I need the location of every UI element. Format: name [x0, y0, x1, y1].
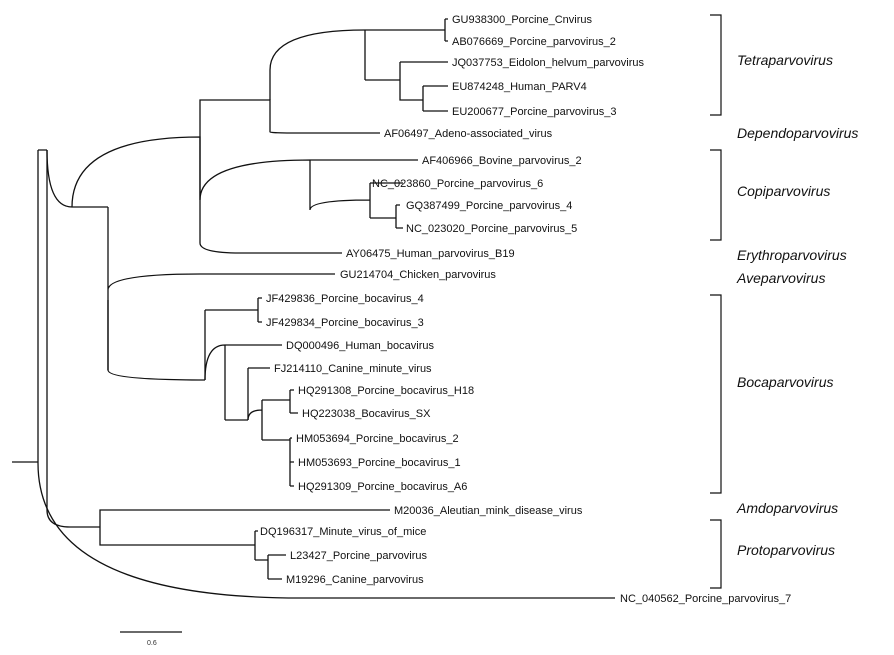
genus-label-tetraparvovirus: Tetraparvovirus: [737, 52, 833, 68]
scale-bar-label: 0.6: [147, 640, 157, 647]
clade-upper: [71, 136, 342, 254]
genus-label-aveparvovirus: Aveparvovirus: [736, 270, 825, 286]
bracket-protoparvovirus: [710, 519, 722, 589]
genus-label-amdoparvovirus: Amdoparvovirus: [736, 500, 838, 516]
leaf-label: HQ291309_Porcine_bocavirus_A6: [298, 481, 467, 493]
root-split: [37, 149, 615, 599]
leaf-label: AB076669_Porcine_parvovirus_2: [452, 36, 616, 48]
leaf-labels: GU938300_Porcine_Cnvirus AB076669_Porcin…: [260, 14, 791, 605]
leaf-label: HM053694_Porcine_bocavirus_2: [296, 433, 459, 445]
leaf-label: DQ000496_Human_bocavirus: [286, 340, 434, 352]
leaf-label: DQ196317_Minute_virus_of_mice: [260, 526, 426, 538]
bracket-copiparvovirus: [710, 149, 722, 241]
leaf-label: HQ223038_Bocavirus_SX: [302, 408, 431, 420]
leaf-label: AF406966_Bovine_parvovirus_2: [422, 155, 582, 167]
genus-labels: Tetraparvovirus Dependoparvovirus Copipa…: [736, 52, 858, 558]
leaf-label: M19296_Canine_parvovirus: [286, 574, 424, 586]
leaf-label: M20036_Aleutian_mink_disease_virus: [394, 505, 583, 517]
genus-brackets: [710, 14, 722, 589]
tree-edges: [12, 18, 615, 599]
bracket-tetraparvovirus: [710, 14, 722, 116]
genus-label-dependoparvovirus: Dependoparvovirus: [737, 125, 858, 141]
leaf-label: GU214704_Chicken_parvovirus: [340, 269, 496, 281]
leaf-label: JF429834_Porcine_bocavirus_3: [266, 317, 424, 329]
leaf-label: NC_040562_Porcine_parvovirus_7: [620, 593, 791, 605]
leaf-label: NC_023020_Porcine_parvovirus_5: [406, 223, 577, 235]
leaf-label: EU874248_Human_PARV4: [452, 81, 587, 93]
genus-label-copiparvovirus: Copiparvovirus: [737, 183, 830, 199]
leaf-label: HQ291308_Porcine_bocavirus_H18: [298, 385, 474, 397]
leaf-label: AF06497_Adeno-associated_virus: [384, 128, 553, 140]
leaf-label: JQ037753_Eidolon_helvum_parvovirus: [452, 57, 645, 69]
leaf-label: HM053693_Porcine_bocavirus_1: [298, 457, 461, 469]
leaf-label: FJ214110_Canine_minute_virus: [274, 363, 432, 375]
leaf-label: JF429836_Porcine_bocavirus_4: [266, 293, 424, 305]
leaf-label: NC_023860_Porcine_parvovirus_6: [372, 178, 543, 190]
scale-bar: 0.6: [120, 631, 182, 647]
genus-label-bocaparvovirus: Bocaparvovirus: [737, 374, 834, 390]
leaf-label: L23427_Porcine_parvovirus: [290, 550, 427, 562]
leaf-label: EU200677_Porcine_parvovirus_3: [452, 106, 617, 118]
genus-label-protoparvovirus: Protoparvovirus: [737, 542, 835, 558]
genus-label-erythroparvovirus: Erythroparvovirus: [737, 247, 847, 263]
leaf-label: GQ387499_Porcine_parvovirus_4: [406, 200, 572, 212]
leaf-label: GU938300_Porcine_Cnvirus: [452, 14, 593, 26]
bracket-bocaparvovirus: [710, 294, 722, 494]
clade-a: [46, 150, 100, 528]
leaf-label: AY06475_Human_parvovirus_B19: [346, 248, 515, 260]
